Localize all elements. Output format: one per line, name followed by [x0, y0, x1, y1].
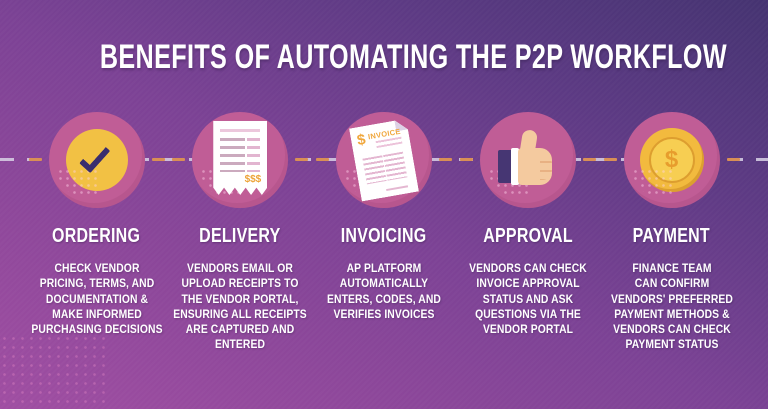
step-description-invoicing: AP PLATFORM AUTOMATICALLY ENTERS, CODES,…	[327, 263, 441, 321]
step-delivery: $$$ DELIVERY VENDORS EMAIL OR UPLOAD REC…	[170, 112, 311, 354]
step-approval: APPROVAL VENDORS CAN CHECK INVOICE APPRO…	[457, 112, 598, 354]
step-icon-circle	[28, 112, 165, 208]
step-description-ordering: CHECK VENDOR PRICING, TERMS, AND DOCUMEN…	[30, 263, 163, 337]
step-icon-circle	[459, 112, 596, 208]
step-title-payment: PAYMENT	[632, 225, 711, 247]
pink-circle	[48, 112, 145, 208]
pink-circle	[479, 112, 576, 208]
receipt-lines-right	[247, 138, 261, 172]
check-icon	[65, 129, 128, 191]
pink-circle: $ INVOICE	[336, 112, 432, 208]
sleeve-shape	[497, 150, 513, 183]
step-description-delivery: VENDORS EMAIL OR UPLOAD RECEIPTS TO THE …	[173, 263, 308, 352]
invoice-lines-right	[383, 152, 407, 181]
coin-inner-ring: $	[648, 137, 695, 183]
receipt-line	[220, 129, 261, 132]
pink-circle: $	[623, 112, 720, 208]
receipt-icon: $$$	[213, 121, 268, 195]
cuff-shape	[510, 148, 519, 185]
invoice-icon: $ INVOICE	[349, 119, 419, 202]
invoice-dollar-glyph: $	[355, 131, 367, 150]
invoice-signature-line	[386, 185, 408, 191]
step-title-approval: APPROVAL	[482, 225, 573, 247]
check-mark-glyph	[78, 140, 110, 173]
step-title-invoicing: INVOICING	[341, 225, 427, 247]
step-icon-circle: $$$	[172, 112, 309, 208]
step-title-ordering: ORDERING	[52, 225, 141, 247]
fist-shape	[517, 148, 552, 185]
step-description-payment: FINANCE TEAM CAN CONFIRM VENDORS' PREFER…	[610, 263, 733, 352]
step-icon-circle: $ INVOICE	[316, 112, 452, 208]
coin-dollar-glyph: $	[664, 146, 679, 173]
step-description-approval: VENDORS CAN CHECK INVOICE APPROVAL STATU…	[468, 263, 587, 337]
page-title: BENEFITS OF AUTOMATING THE P2P WORKFLOW	[99, 38, 727, 76]
receipt-money-label: $$$	[244, 174, 262, 185]
workflow-steps-row: ORDERING CHECK VENDOR PRICING, TERMS, AN…	[0, 112, 768, 354]
step-invoicing: $ INVOICE INVOICING AP PLATFORM AUTOMATI…	[314, 112, 455, 354]
receipt-lines-left	[220, 138, 246, 172]
step-payment: $ PAYMENT FINANCE TEAM CAN CONFIRM VENDO…	[601, 112, 742, 354]
pink-circle: $$$	[192, 112, 289, 208]
coin-icon: $	[639, 128, 704, 192]
step-icon-circle: $	[603, 112, 740, 208]
step-ordering: ORDERING CHECK VENDOR PRICING, TERMS, AN…	[26, 112, 167, 354]
thumbs-up-icon	[497, 128, 558, 190]
step-title-delivery: DELIVERY	[199, 225, 281, 247]
